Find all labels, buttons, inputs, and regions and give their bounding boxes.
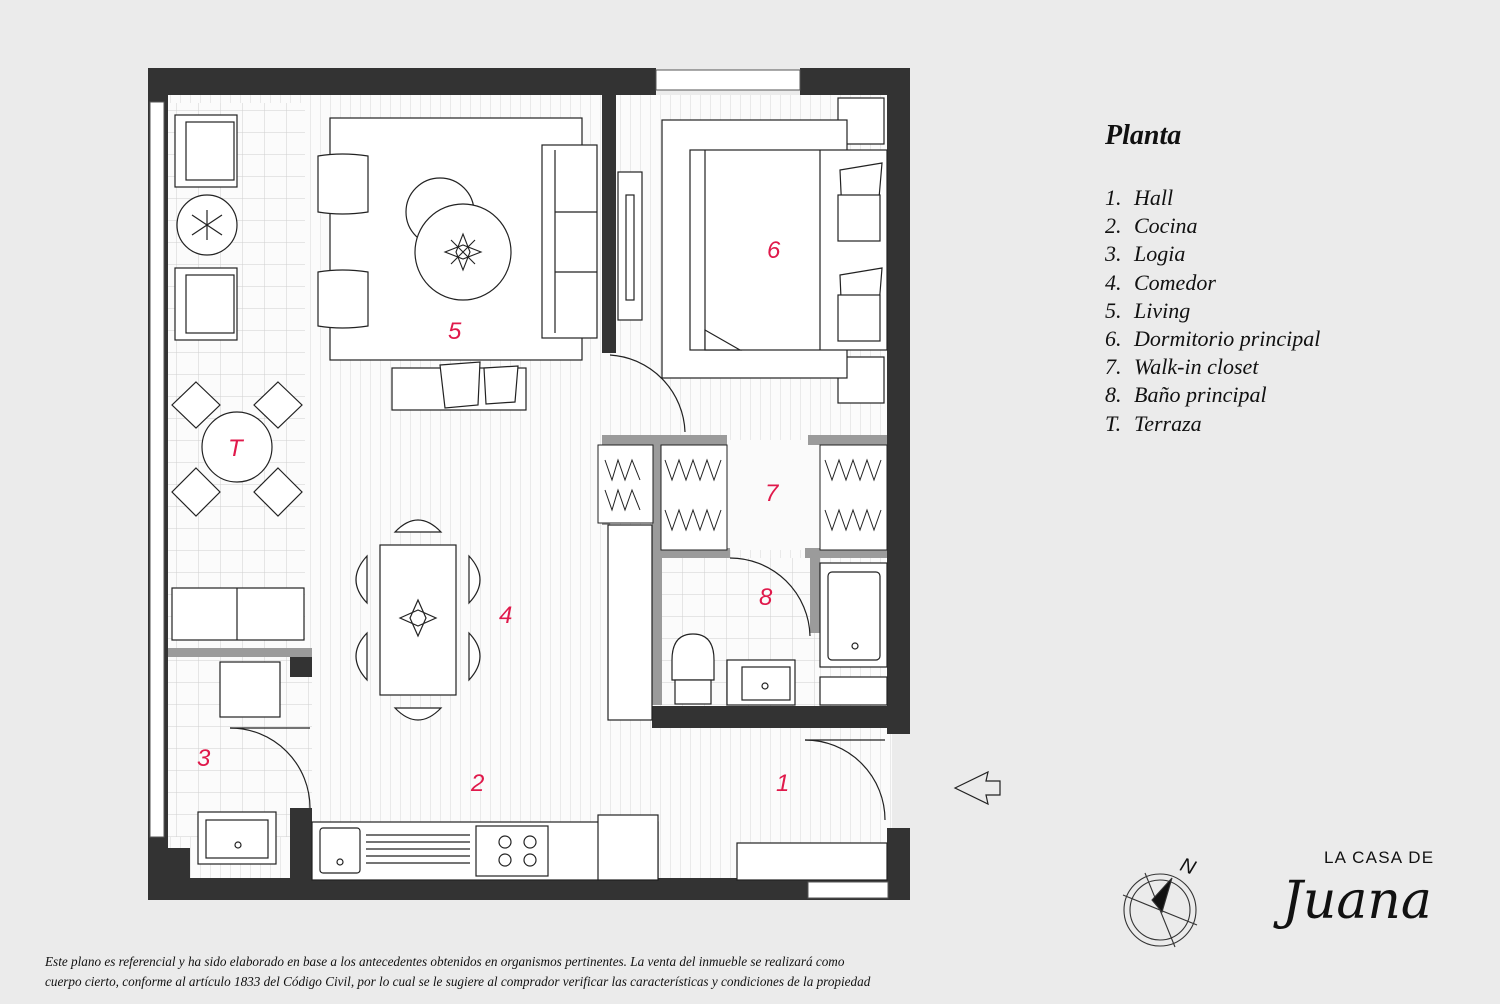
legend-title: Planta	[1105, 120, 1182, 151]
disclaimer-line: cuerpo cierto, conforme al artículo 1833…	[45, 973, 871, 989]
legend-key: 1.	[1105, 185, 1122, 210]
legend-label: Comedor	[1134, 269, 1216, 295]
legend-label: Terraza	[1134, 410, 1202, 436]
room-labels: 1 2 3 4 5 6 7 8 T N	[197, 237, 1199, 880]
logia-fixtures	[197, 661, 311, 865]
legend-item: 7. Walk-in closet	[1105, 353, 1320, 381]
living-furniture	[317, 117, 598, 411]
legend-label: Hall	[1134, 185, 1174, 210]
label-bano: 8	[759, 584, 773, 611]
disclaimer: Este plano es referencial y ha sido elab…	[45, 952, 1105, 991]
legend-label: Living	[1134, 297, 1191, 323]
living-plant-icon	[443, 232, 483, 272]
legend-key: 2.	[1105, 213, 1122, 239]
dining-furniture	[355, 519, 481, 721]
legend-key: 4.	[1105, 269, 1122, 295]
kitchen-counter	[311, 814, 659, 881]
legend-item: 3. Logia	[1105, 240, 1320, 268]
legend-key: 3.	[1105, 241, 1122, 267]
closet-shelves	[597, 444, 888, 551]
legend-label: Cocina	[1134, 213, 1198, 239]
label-terraza: T	[228, 435, 245, 462]
legend-label: Logia	[1134, 241, 1186, 267]
legend-key: T.	[1105, 410, 1122, 436]
legend-key: 6.	[1105, 325, 1122, 351]
legend-label: Walk-in closet	[1134, 354, 1259, 380]
legend-key: 5.	[1105, 297, 1122, 323]
label-hall: 1	[776, 770, 789, 797]
brand-logo: Juana	[1273, 871, 1432, 931]
label-dormitorio: 6	[767, 237, 781, 264]
windows	[149, 69, 889, 899]
label-logia: 3	[197, 745, 211, 772]
brand-wordmark: LA CASA DE	[1324, 848, 1435, 867]
hall-fixtures	[609, 354, 888, 881]
label-living: 5	[448, 318, 462, 345]
label-cocina: 2	[470, 770, 484, 797]
legend-item: 8. Baño principal	[1105, 381, 1320, 409]
legend-item: T. Terraza	[1105, 410, 1320, 438]
legend-label: Baño principal	[1134, 382, 1267, 408]
terrace-furniture	[171, 114, 305, 641]
legend-key: 7.	[1105, 354, 1122, 380]
brand-script: Juana	[1273, 871, 1432, 931]
legend-label: Dormitorio principal	[1134, 325, 1321, 351]
legend-item: 4. Comedor	[1105, 269, 1320, 297]
compass-icon	[1122, 872, 1198, 948]
label-closet: 7	[765, 480, 780, 507]
legend-key: 8.	[1105, 382, 1122, 408]
legend-item: 1. Hall	[1105, 184, 1320, 212]
legend-item: 2. Cocina	[1105, 212, 1320, 240]
floor-terrace	[168, 103, 305, 648]
legend: Planta 1. Hall 2. Cocina 3. Logia 4. Comedor…	[1105, 120, 1320, 438]
legend-list: 1. Hall 2. Cocina 3. Logia 4. Comedor 5. Livi…	[1105, 184, 1320, 438]
legend-item: 6. Dormitorio principal	[1105, 325, 1320, 353]
label-comedor: 4	[499, 602, 512, 629]
bathroom-fixtures	[607, 524, 888, 721]
disclaimer-line: Este plano es referencial y ha sido elab…	[45, 954, 845, 969]
compass-north-label: N	[1177, 854, 1199, 880]
legend-item: 5. Living	[1105, 297, 1320, 325]
bedroom-furniture	[617, 97, 888, 404]
entrance-arrow-icon	[953, 770, 1001, 806]
